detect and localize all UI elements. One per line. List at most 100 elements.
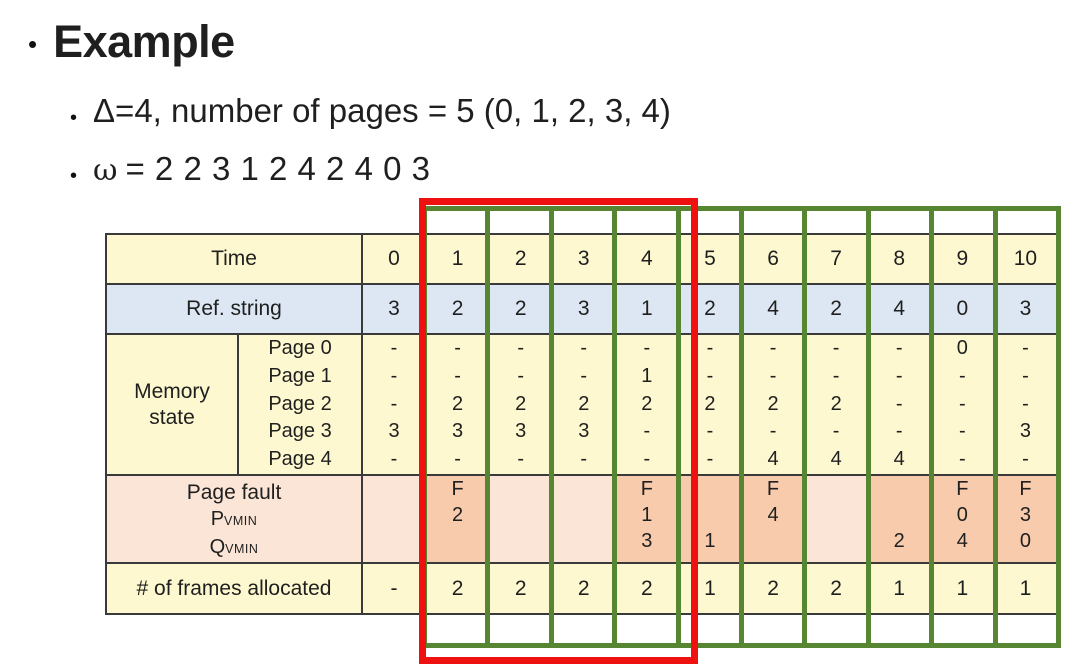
mem-line: - [580, 364, 588, 387]
qvmin-label: QVMIN [108, 534, 360, 561]
mem-line: - [958, 392, 966, 415]
mem-line: 4 [893, 448, 905, 471]
ref-cell: 3 [361, 283, 428, 335]
time-cell: 2 [488, 233, 554, 285]
fault-line [554, 502, 613, 528]
fault-line [807, 477, 866, 502]
fault-line: 4 [767, 504, 779, 526]
fault-cell [488, 474, 554, 564]
mem-line: - [769, 337, 777, 359]
bullet-icon: • [70, 165, 78, 187]
frames-cell: 2 [425, 562, 491, 615]
page-label: Page 2 [268, 392, 332, 415]
mem-line: - [580, 448, 588, 471]
page-label: Page 3 [268, 420, 332, 443]
fault-cell: 1 [677, 474, 743, 564]
mem-line: 3 [388, 420, 400, 443]
mem-line: - [958, 364, 966, 387]
ref-cell: 4 [740, 283, 806, 335]
omega-text: ω= 2 2 3 1 2 4 2 4 0 3 [93, 150, 430, 188]
frames-cell: 1 [992, 562, 1059, 615]
fault-cell [361, 474, 428, 564]
fault-line: 0 [956, 504, 968, 526]
memory-label-line: state [149, 405, 195, 429]
fault-line [491, 502, 550, 528]
pvmin-label: PVMIN [108, 506, 360, 534]
fault-line: F [451, 478, 464, 500]
memory-cell: --2-4 [740, 333, 806, 476]
fault-line: 1 [641, 504, 653, 526]
frames-cell: 2 [614, 562, 680, 615]
mem-line: 2 [767, 392, 779, 415]
mem-line: - [832, 420, 840, 443]
mem-line: 2 [515, 392, 527, 415]
memory-label-line: Memory [134, 379, 210, 403]
time-cell: 1 [425, 233, 491, 285]
memory-cell: 0---- [929, 333, 995, 476]
memory-state-label: Memory state [105, 333, 239, 476]
fault-line: 0 [1019, 530, 1031, 552]
mem-line: - [580, 337, 588, 359]
mem-line: - [895, 337, 903, 359]
fault-cell: 2 [866, 474, 932, 564]
mem-line: - [706, 364, 714, 387]
qvmin-letter: Q [209, 536, 226, 558]
fault-line: F [1019, 478, 1032, 500]
fault-line [870, 477, 929, 502]
memory-cell: ---3- [992, 333, 1059, 476]
mem-line: - [454, 448, 461, 471]
page-fault-label: Page fault PVMIN QVMIN [104, 474, 364, 564]
fault-line: 3 [641, 530, 653, 552]
bullet-icon: • [28, 29, 38, 59]
memory-cell: ----4 [866, 333, 932, 476]
frames-cell: 2 [488, 562, 554, 615]
fault-line [364, 477, 424, 502]
fault-line [870, 502, 929, 528]
vmin-example-table: Time 0 1 2 3 4 5 6 7 8 9 10 Ref. string … [104, 233, 1059, 615]
mem-line: - [517, 448, 524, 471]
time-cell: 4 [614, 233, 680, 285]
fault-line [554, 528, 613, 554]
fault-line: 2 [452, 504, 464, 526]
mem-line: - [517, 364, 524, 387]
fault-cell [803, 474, 869, 564]
frames-cell: 2 [740, 562, 806, 615]
fault-cell: F 3 0 [992, 474, 1059, 564]
memory-state-row: Memory state Page 0 Page 1 Page 2 Page 3… [105, 333, 1059, 476]
fault-line [364, 502, 424, 528]
mem-line: - [390, 392, 398, 415]
fault-line [807, 502, 866, 528]
ref-cell: 0 [929, 283, 995, 335]
mem-line: - [1022, 337, 1029, 359]
mem-line: - [517, 337, 524, 359]
memory-cell: --2-- [677, 333, 743, 476]
mem-line: 0 [956, 337, 968, 359]
mem-line: - [390, 364, 398, 387]
frames-cell: 2 [551, 562, 617, 615]
ref-cell: 2 [488, 283, 554, 335]
fault-line: 3 [1019, 504, 1031, 526]
time-cell: 9 [929, 233, 995, 285]
time-cell: 10 [992, 233, 1059, 285]
mem-line: 3 [1019, 420, 1031, 443]
fault-line [428, 528, 487, 554]
mem-line: - [706, 420, 714, 443]
mem-line: - [832, 337, 840, 359]
pvmin-letter: P [210, 508, 225, 530]
fault-line: F [640, 478, 653, 500]
mem-line: 3 [452, 420, 464, 443]
time-cell: 5 [677, 233, 743, 285]
mem-line: - [643, 448, 651, 471]
mem-line: - [769, 420, 777, 443]
memory-cell: --2-4 [803, 333, 869, 476]
fault-line: F [766, 478, 780, 500]
mem-line: - [1022, 392, 1029, 415]
time-cell: 8 [866, 233, 932, 285]
page-label: Page 4 [268, 448, 332, 471]
mem-line: 2 [830, 392, 842, 415]
page-title: Example [53, 16, 235, 67]
